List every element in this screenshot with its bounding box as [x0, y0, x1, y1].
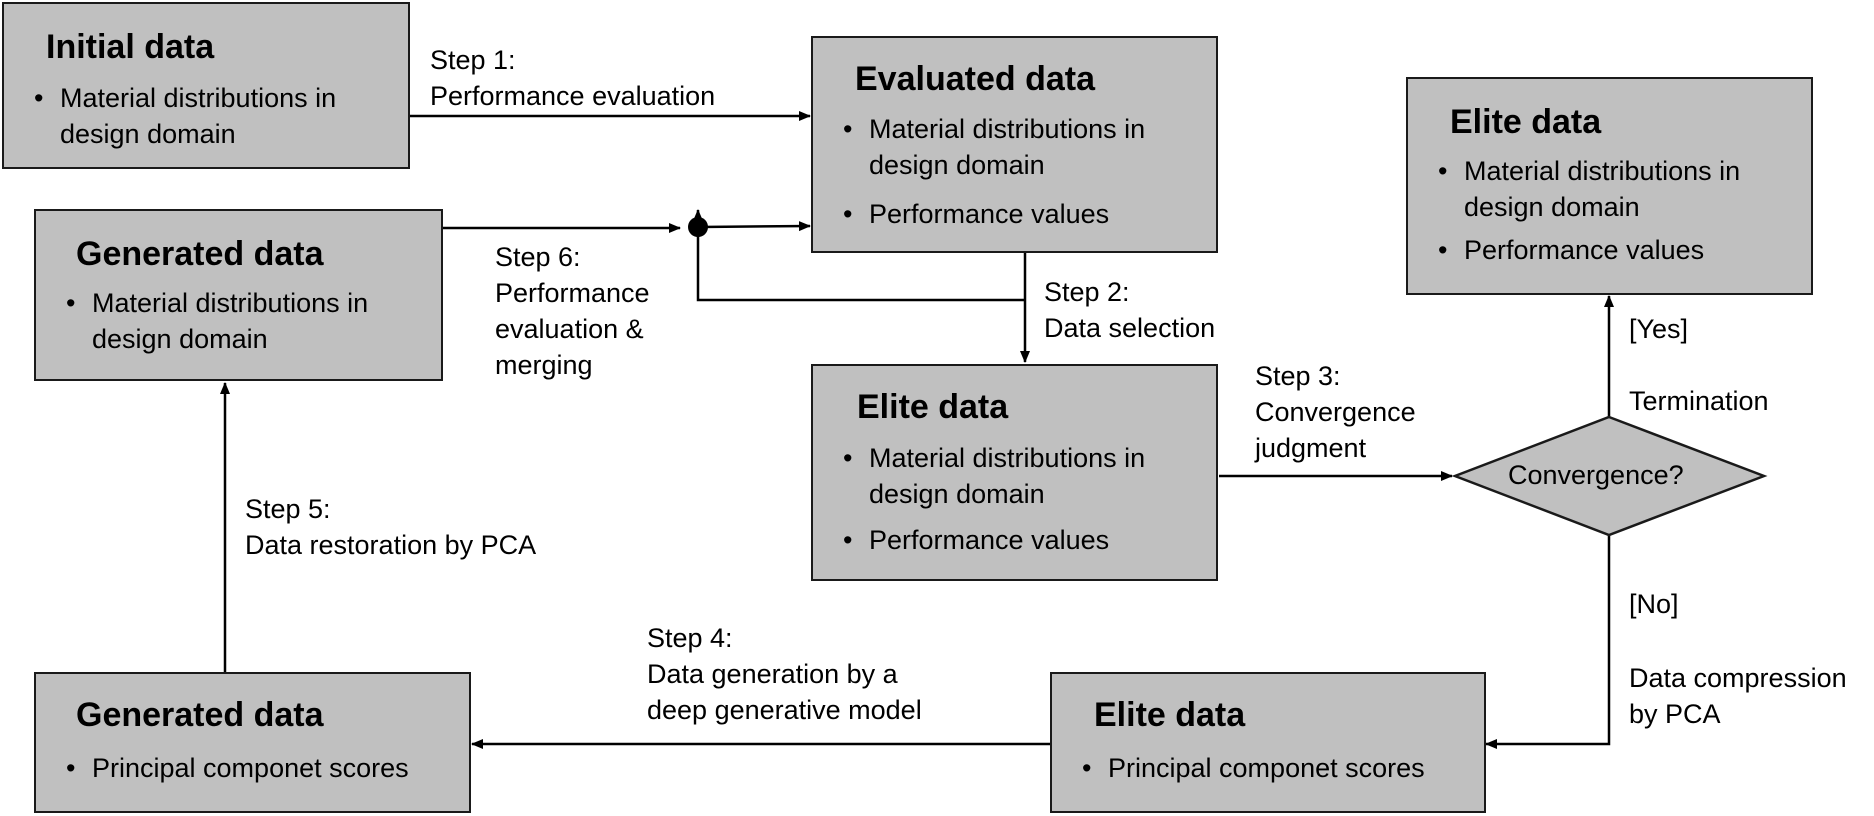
- generated-scores-box: Generated data • Principal componet scor…: [34, 672, 471, 813]
- bullet-text: Performance values: [869, 199, 1110, 229]
- step-description: Data restoration by PCA: [245, 530, 537, 560]
- step-description: merging: [495, 350, 593, 380]
- step-description: Data selection: [1044, 313, 1216, 343]
- step2-label: Step 2: Data selection: [1044, 274, 1215, 346]
- step-description: Data generation by a: [647, 659, 898, 689]
- bullet-text: Performance values: [869, 525, 1110, 555]
- branch-description: Data compression: [1629, 663, 1847, 693]
- bullet-line: design domain: [92, 324, 268, 354]
- box-title: Generated data: [76, 696, 324, 734]
- bullet-text: Performance values: [1464, 235, 1705, 265]
- bullet-item: • Material distributions in design domai…: [1438, 153, 1808, 225]
- bullet-text: Material distributions in design domain: [1438, 153, 1808, 225]
- step3-label: Step 3: Convergence judgment: [1255, 358, 1416, 466]
- elite-data-result-box: Elite data • Material distributions in d…: [1406, 77, 1813, 295]
- branch-description: by PCA: [1629, 699, 1721, 729]
- bullet-text: Material distributions in design domain: [843, 440, 1213, 512]
- step1-label: Step 1: Performance evaluation: [430, 42, 715, 114]
- bullet-marker: •: [843, 525, 853, 555]
- bullet-text: Principal componet scores: [1108, 753, 1425, 783]
- termination-label: Termination: [1629, 386, 1769, 416]
- bullet-line: design domain: [60, 119, 236, 149]
- bullet-text: Principal componet scores: [92, 753, 409, 783]
- step-description: deep generative model: [647, 695, 922, 725]
- step6-label: Step 6: Performance evaluation & merging: [495, 239, 650, 383]
- bullet-marker: •: [1082, 753, 1092, 783]
- bullet-item: • Principal componet scores: [66, 750, 466, 786]
- box-title: Elite data: [1094, 696, 1246, 734]
- yes-branch-label: [Yes]: [1629, 314, 1689, 344]
- step-number: Step 2:: [1044, 277, 1130, 307]
- step-number: Step 5:: [245, 494, 331, 524]
- step-description: judgment: [1255, 433, 1367, 463]
- step-description: Performance: [495, 278, 650, 308]
- bullet-line: design domain: [1464, 192, 1640, 222]
- bullet-marker: •: [1438, 235, 1448, 265]
- bullet-line: Material distributions in: [60, 83, 337, 113]
- bullet-marker: •: [66, 753, 76, 783]
- step-number: Step 3:: [1255, 361, 1341, 391]
- bullet-item: • Performance values: [1438, 232, 1808, 268]
- bullet-line: design domain: [869, 479, 1045, 509]
- bullet-item: • Material distributions in design domai…: [843, 111, 1213, 183]
- step-number: Step 1:: [430, 45, 516, 75]
- step-number: Step 6:: [495, 242, 581, 272]
- bullet-marker: •: [843, 443, 853, 473]
- step-number: Step 4:: [647, 623, 733, 653]
- generated-data-box: Generated data • Material distributions …: [34, 209, 443, 381]
- decision-label: Convergence?: [1508, 460, 1684, 490]
- bullet-line: Material distributions in: [92, 288, 369, 318]
- initial-data-box: Initial data • Material distributions in…: [2, 2, 410, 169]
- bullet-item: • Material distributions in design domai…: [66, 285, 436, 357]
- bullet-marker: •: [66, 288, 76, 318]
- no-branch-label: [No]: [1629, 589, 1679, 619]
- box-title: Initial data: [46, 28, 215, 66]
- bullet-line: design domain: [869, 150, 1045, 180]
- step4-label: Step 4: Data generation by a deep genera…: [647, 620, 922, 728]
- arrow-no: [1485, 535, 1611, 749]
- step-description: Convergence: [1255, 397, 1416, 427]
- evaluated-data-box: Evaluated data • Material distributions …: [811, 36, 1218, 253]
- bullet-marker: •: [843, 114, 853, 144]
- bullet-marker: •: [34, 83, 44, 113]
- box-title: Elite data: [1450, 103, 1602, 141]
- box-title: Evaluated data: [855, 60, 1095, 98]
- bullet-text: Material distributions in design domain: [66, 285, 436, 357]
- elite-data-selected-box: Elite data • Material distributions in d…: [811, 364, 1218, 581]
- bullet-line: Material distributions in: [1464, 156, 1741, 186]
- bullet-item: • Performance values: [843, 522, 1213, 558]
- elite-scores-box: Elite data • Principal componet scores: [1050, 672, 1486, 813]
- arrow-step6-return: [693, 209, 1025, 302]
- step-description: Performance evaluation: [430, 81, 716, 111]
- step-description: evaluation &: [495, 314, 644, 344]
- bullet-marker: •: [1438, 156, 1448, 186]
- bullet-item: • Performance values: [843, 196, 1213, 232]
- bullet-line: Material distributions in: [869, 114, 1146, 144]
- decision-diamond: [1451, 415, 1768, 537]
- bullet-item: • Material distributions in design domai…: [34, 80, 404, 152]
- box-title: Elite data: [857, 388, 1009, 426]
- bullet-line: Material distributions in: [869, 443, 1146, 473]
- bullet-item: • Material distributions in design domai…: [843, 440, 1213, 512]
- step5-label: Step 5: Data restoration by PCA: [245, 491, 536, 563]
- arrow-merge-to-evaluated: [699, 221, 811, 232]
- bullet-text: Material distributions in design domain: [843, 111, 1213, 183]
- compression-label: Data compression by PCA: [1629, 660, 1847, 732]
- bullet-text: Material distributions in design domain: [34, 80, 404, 152]
- box-title: Generated data: [76, 235, 324, 273]
- bullet-marker: •: [843, 199, 853, 229]
- bullet-item: • Principal componet scores: [1082, 750, 1482, 786]
